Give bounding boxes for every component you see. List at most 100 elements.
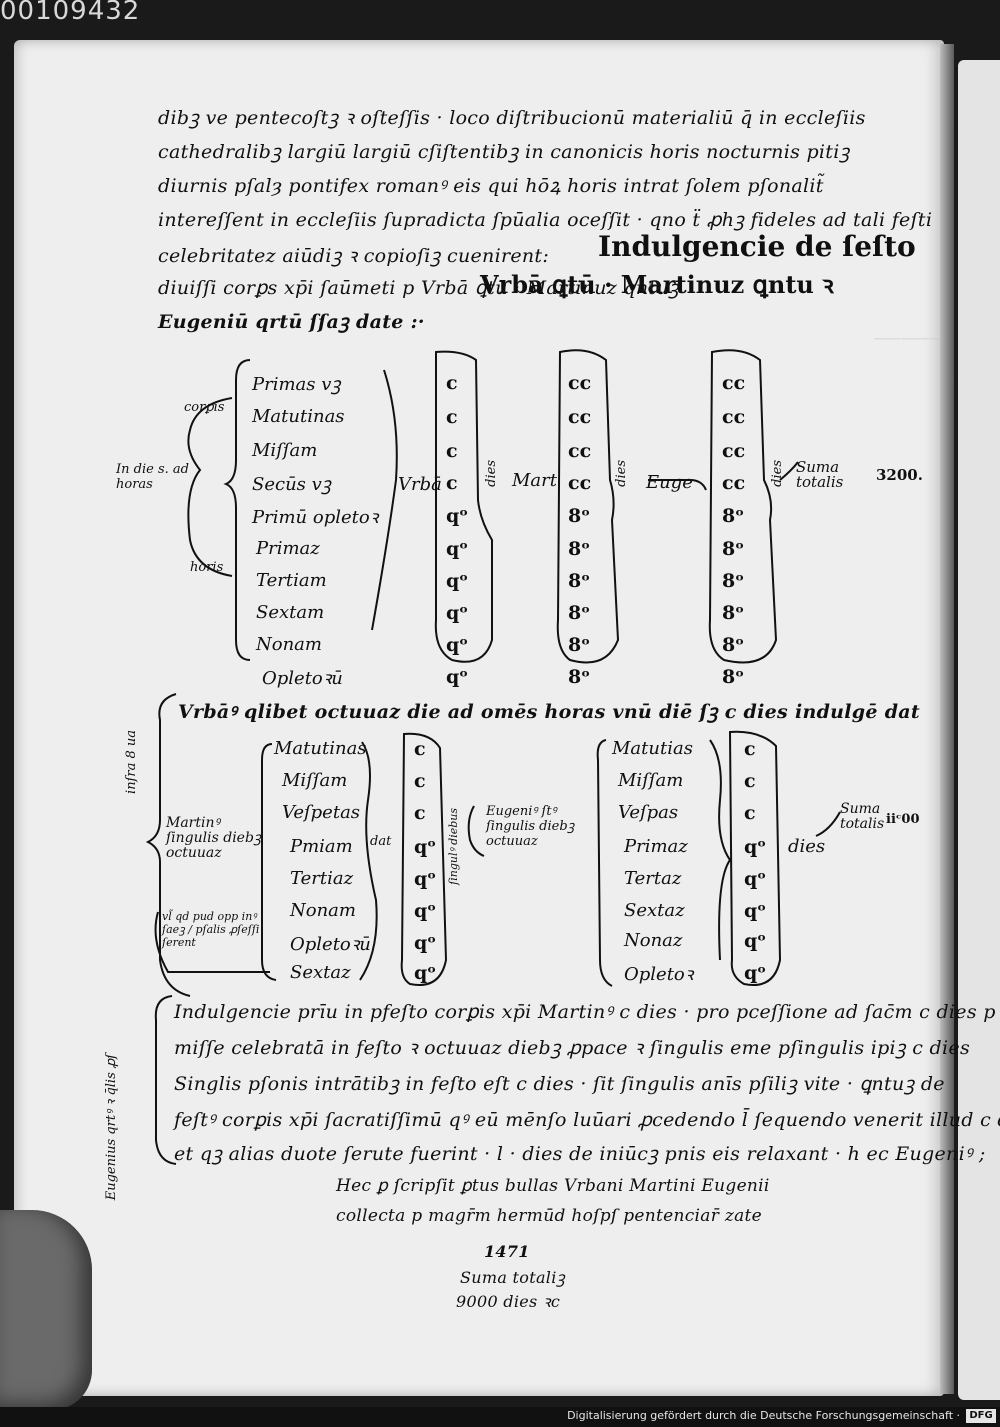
eugen-capsule bbox=[708, 349, 778, 664]
urban-value: c bbox=[446, 406, 458, 428]
table2-dat-brace bbox=[359, 741, 378, 981]
hour-label: Matutinas bbox=[252, 406, 345, 427]
table2-right-connector bbox=[709, 739, 732, 961]
connector-urban bbox=[371, 369, 398, 631]
martin-value: cc bbox=[568, 472, 592, 494]
eugen-value: qᵒ bbox=[744, 836, 767, 858]
martin-value: qᵒ bbox=[414, 962, 437, 984]
hour-label: Miſſam bbox=[282, 770, 348, 791]
hour-label: Sextaz bbox=[624, 900, 685, 921]
eugen-value: qᵒ bbox=[744, 868, 767, 890]
urban-value: qᵒ bbox=[446, 634, 469, 656]
eugen-value: cc bbox=[722, 406, 746, 428]
manuscript-page: ⸻⸻⸻ bbox=[14, 40, 944, 1396]
dfg-logo: DFG bbox=[966, 1409, 996, 1423]
table2-summa-value: iiᶜ00 bbox=[886, 812, 920, 827]
footer-credit: Digitalisierung gefördert durch die Deut… bbox=[567, 1409, 960, 1422]
eugen-value: c bbox=[744, 738, 756, 760]
hour-label: Primaz bbox=[624, 836, 688, 857]
table1-urban-label: Vrbā bbox=[398, 474, 442, 495]
connector-eugen bbox=[648, 479, 707, 491]
connector-summa bbox=[779, 461, 799, 481]
martin-value: 8ᵒ bbox=[568, 602, 591, 624]
table2-summa-connector bbox=[815, 811, 841, 837]
table2-left-capsule bbox=[400, 732, 448, 986]
scan-id-label: 00109432 bbox=[0, 0, 141, 26]
colophon-line-2: collecta p magr̄m hermūd hoſpſ pentencia… bbox=[336, 1206, 763, 1226]
table2-right-capsule bbox=[728, 730, 782, 986]
martin-value: qᵒ bbox=[414, 836, 437, 858]
heading-urban-martin: Vrbā ꝗtū · Martinuz ꝗntu ꝛ bbox=[480, 270, 834, 299]
hour-label: Veſpas bbox=[618, 802, 679, 823]
hour-label: Opletoꝛ bbox=[624, 964, 694, 985]
hour-label: Tertiam bbox=[256, 570, 327, 591]
text-line-1: dibꝫ ve pentecoſtꝫ ꝛ oſteſſis · loco diſ… bbox=[158, 107, 866, 129]
table2-right-hours-brace bbox=[596, 739, 613, 987]
eugen-value: 8ᵒ bbox=[722, 505, 745, 527]
table2-hours-brace bbox=[261, 743, 277, 981]
martin-value: 8ᵒ bbox=[568, 538, 591, 560]
martin-capsule bbox=[556, 349, 620, 664]
eugen-value: 8ᵒ bbox=[722, 602, 745, 624]
text-line-2: cathedralibꝫ largiū largiū cſiſtentibꝫ i… bbox=[158, 141, 850, 163]
hour-label: Pmiam bbox=[290, 836, 353, 857]
adjacent-page bbox=[958, 60, 1000, 1400]
table2-dies-label: dies bbox=[788, 836, 826, 857]
colophon-summa: Suma totaliꝫ bbox=[460, 1268, 566, 1287]
martin-value: 8ᵒ bbox=[568, 570, 591, 592]
table2-summa-label: Suma totalis bbox=[840, 801, 885, 832]
hour-label: Veſpetas bbox=[282, 802, 361, 823]
eugen-value: cc bbox=[722, 372, 746, 394]
table1-left-brace bbox=[223, 359, 251, 661]
scanner-thumb bbox=[0, 1210, 92, 1410]
martin-value: c bbox=[414, 770, 426, 792]
table2-intro: Vrbāꝰ qlibet octuuaz die ad omēs horas v… bbox=[178, 701, 920, 723]
urban-value: qᵒ bbox=[446, 570, 469, 592]
eugen-value: qᵒ bbox=[744, 962, 767, 984]
text-line-4: intereſſent in eccleſiis ſupradicta ſpūa… bbox=[158, 209, 933, 231]
eugen-value: c bbox=[744, 770, 756, 792]
table1-summa-label: Suma totalis bbox=[796, 458, 844, 491]
table1-eugen-label: Euge bbox=[646, 472, 693, 493]
text-line-bottom-1: Indulgencie prīu in pfeſto corꝑis xp̄i M… bbox=[174, 1001, 996, 1023]
urban-value: c bbox=[446, 440, 458, 462]
hour-label: Primas vꝫ bbox=[252, 374, 341, 395]
martin-value: qᵒ bbox=[414, 932, 437, 954]
martin-value: 8ᵒ bbox=[568, 666, 591, 688]
urban-value: c bbox=[446, 372, 458, 394]
bottom-text-brace bbox=[154, 995, 177, 1165]
hour-label: Nonam bbox=[256, 634, 322, 655]
eugen-value: qᵒ bbox=[744, 930, 767, 952]
table2-note-label: vl̃ qd pud opp inꝰ ſaeꝫ / pſalis ꝓſeſſi … bbox=[162, 910, 260, 949]
table2-outer-brace bbox=[145, 693, 191, 997]
hour-label: Sextaz bbox=[290, 962, 351, 983]
martin-value: c bbox=[414, 738, 426, 760]
martin-value: c bbox=[414, 802, 426, 824]
eugen-value: 8ᵒ bbox=[722, 570, 745, 592]
hour-label: Tertaz bbox=[624, 868, 682, 889]
urban-value: qᵒ bbox=[446, 538, 469, 560]
bleed-through-text: ⸻⸻⸻ bbox=[874, 332, 944, 345]
text-line-7: Eugeniū qrtū ſſaꝫ date :· bbox=[158, 311, 425, 333]
eugen-value: 8ᵒ bbox=[722, 538, 745, 560]
table1-martin-label: Mart bbox=[512, 470, 557, 491]
martin-value: 8ᵒ bbox=[568, 634, 591, 656]
text-line-bottom-5: et qꝫ alias duote ſerute fuerint · l · d… bbox=[174, 1143, 986, 1165]
hour-label: Secūs vꝫ bbox=[252, 474, 331, 495]
hour-label: Primaz bbox=[256, 538, 320, 559]
hour-label: Nonaz bbox=[624, 930, 683, 951]
hour-label: Sextam bbox=[256, 602, 325, 623]
hour-label: Opletoꝛū bbox=[290, 934, 371, 955]
eugen-value: cc bbox=[722, 472, 746, 494]
text-line-bottom-4: feſtꝰ corꝑis xp̄i ſacratiſſimū qꝰ eū mēn… bbox=[174, 1109, 1000, 1131]
hour-label: Primū opletoꝛ bbox=[252, 507, 379, 528]
martin-value: cc bbox=[568, 372, 592, 394]
text-line-bottom-2: miſſe celebratā in feſto ꝛ octuuaz diebꝫ… bbox=[174, 1037, 970, 1059]
martin-value: cc bbox=[568, 440, 592, 462]
colophon-year: 1471 bbox=[484, 1242, 530, 1261]
eugen-value: 8ᵒ bbox=[722, 634, 745, 656]
colophon-total: 9000 dies ꝛc bbox=[456, 1292, 561, 1311]
eugen-value: qᵒ bbox=[744, 900, 767, 922]
eugen-value: cc bbox=[722, 440, 746, 462]
